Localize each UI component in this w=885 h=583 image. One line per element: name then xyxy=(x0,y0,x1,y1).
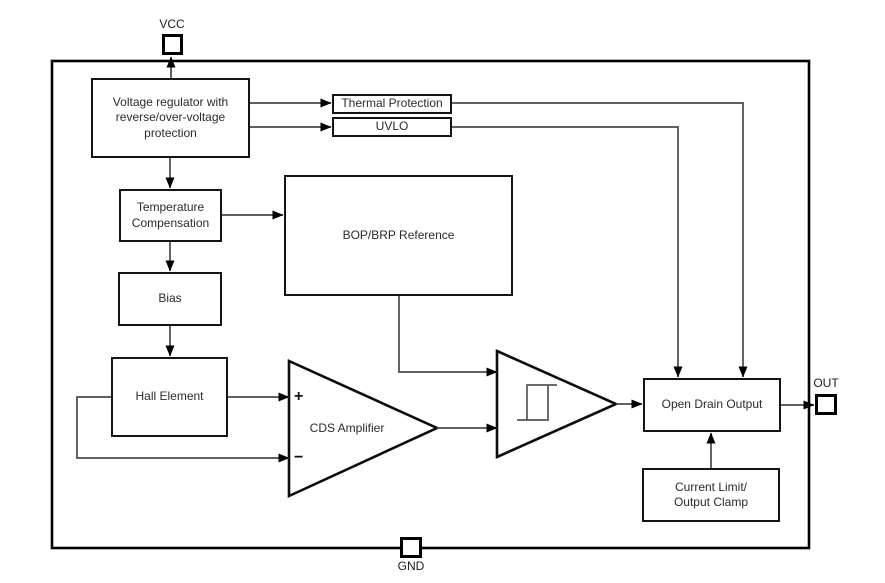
block-bias-label: Bias xyxy=(158,291,182,306)
block-open-drain-output-label: Open Drain Output xyxy=(661,397,763,412)
cds-plus-input-label: + xyxy=(294,388,304,405)
block-bop-brp-reference-label: BOP/BRP Reference xyxy=(342,227,455,242)
block-thermal-protection-label: Thermal Protection xyxy=(341,96,443,111)
block-uvlo: UVLO xyxy=(332,117,452,137)
block-current-limit-output-clamp-label: Current Limit/ Output Clamp xyxy=(673,479,749,509)
cds-amplifier-label: CDS Amplifier xyxy=(309,421,385,435)
schmitt-trigger-triangle xyxy=(495,348,620,460)
block-hall-element-label: Hall Element xyxy=(135,389,204,404)
wire-uvlo-to-opendrain xyxy=(452,126,683,378)
vcc-pin-label: VCC xyxy=(159,17,185,31)
block-voltage-regulator-label: Voltage regulator with reverse/over-volt… xyxy=(112,94,229,140)
out-pin xyxy=(815,394,837,415)
wire-thermal-to-opendrain xyxy=(452,102,748,378)
block-open-drain-output: Open Drain Output xyxy=(643,378,781,432)
block-uvlo-label: UVLO xyxy=(375,119,409,134)
wire-bopbrp-to-schmitt xyxy=(398,296,498,377)
gnd-pin xyxy=(400,537,422,558)
cds-amplifier-triangle xyxy=(287,358,441,499)
gnd-pin-label: GND xyxy=(397,559,425,573)
block-voltage-regulator: Voltage regulator with reverse/over-volt… xyxy=(91,78,250,158)
block-current-limit-output-clamp: Current Limit/ Output Clamp xyxy=(642,468,780,522)
block-bias: Bias xyxy=(118,272,222,326)
block-hall-element: Hall Element xyxy=(111,357,228,437)
cds-minus-input-label: − xyxy=(294,449,304,466)
block-thermal-protection: Thermal Protection xyxy=(332,94,452,114)
wires xyxy=(76,56,815,468)
block-bop-brp-reference: BOP/BRP Reference xyxy=(284,175,513,296)
wire-hall-feedback-to-cds-minus xyxy=(76,396,290,463)
out-pin-label: OUT xyxy=(813,376,839,390)
hysteresis-icon xyxy=(517,384,557,421)
block-temperature-compensation-label: Temperature Compensation xyxy=(131,200,210,230)
block-temperature-compensation: Temperature Compensation xyxy=(119,189,222,242)
chip-boundary xyxy=(50,59,811,550)
vcc-pin xyxy=(162,34,183,55)
